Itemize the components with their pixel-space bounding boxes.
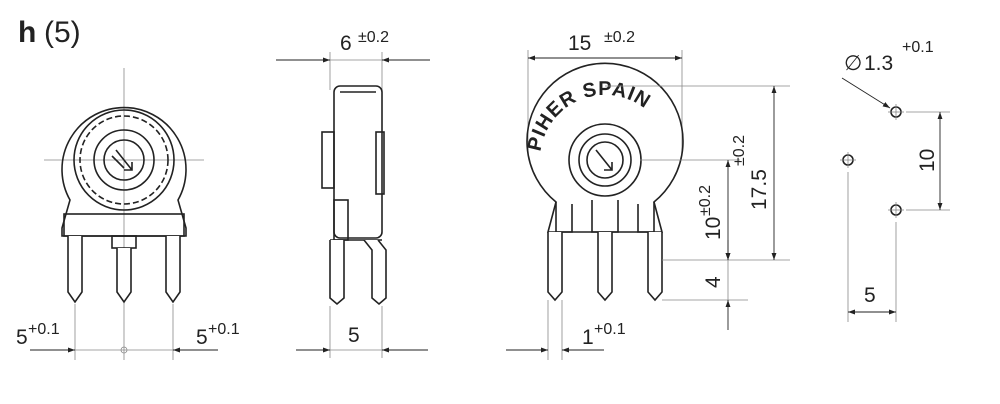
- front-pitch-left-tol: +0.1: [28, 321, 60, 338]
- footprint-view: ∅ 1.3 +0.1 10 5: [840, 39, 950, 322]
- rear-pin-right: [647, 232, 663, 302]
- hole-diameter-symbol: ∅: [844, 52, 862, 75]
- front-pitch-left: 5: [16, 326, 28, 349]
- pin-right: [165, 236, 181, 304]
- side-pin-left: [329, 240, 345, 306]
- rear-pin-center: [597, 232, 613, 302]
- hole-diameter-tol: +0.1: [902, 39, 934, 56]
- rear-height-total-tol: ±0.2: [731, 135, 748, 166]
- rear-view: 15 ±0.2 PIHER SPAIN 17.5 ±0.2: [506, 29, 790, 360]
- rear-pin-width: 1: [582, 326, 594, 349]
- side-view: 6 ±0.2 5: [276, 29, 430, 358]
- rear-diameter: 15: [568, 32, 591, 55]
- hole-bottom: [888, 202, 904, 218]
- rear-height-total: 17.5: [748, 169, 771, 210]
- side-pin-offset: 5: [348, 324, 360, 347]
- side-thickness-tol: ±0.2: [358, 29, 389, 46]
- side-pin-right: [363, 239, 387, 306]
- front-pitch-right: 5: [196, 326, 208, 349]
- figure-number: (5): [44, 16, 81, 49]
- hole-diameter: 1.3: [864, 52, 893, 75]
- rear-pin-width-tol: +0.1: [594, 321, 626, 338]
- figure-letter: h: [18, 16, 36, 49]
- rear-pin-left: [547, 232, 563, 302]
- svg-text:PIHER SPAIN: PIHER SPAIN: [524, 78, 655, 153]
- rear-height-axis: 10: [702, 217, 725, 240]
- pin-left: [67, 236, 83, 304]
- side-thickness: 6: [340, 32, 352, 55]
- front-pitch-right-tol: +0.1: [208, 321, 240, 338]
- rear-diameter-tol: ±0.2: [604, 29, 635, 46]
- pin-center: [116, 248, 132, 304]
- footprint-horizontal-pitch: 5: [864, 284, 876, 307]
- rear-height-axis-tol: ±0.2: [697, 185, 714, 216]
- figure-label: h (5): [18, 16, 81, 49]
- hole-top: [888, 104, 904, 120]
- brand-text: PIHER SPAIN: [524, 78, 654, 153]
- hole-middle: [840, 152, 856, 168]
- rear-pin-length: 4: [702, 276, 725, 288]
- footprint-vertical-pitch: 10: [916, 149, 939, 172]
- front-view: 5 +0.1 5 +0.1: [16, 68, 240, 360]
